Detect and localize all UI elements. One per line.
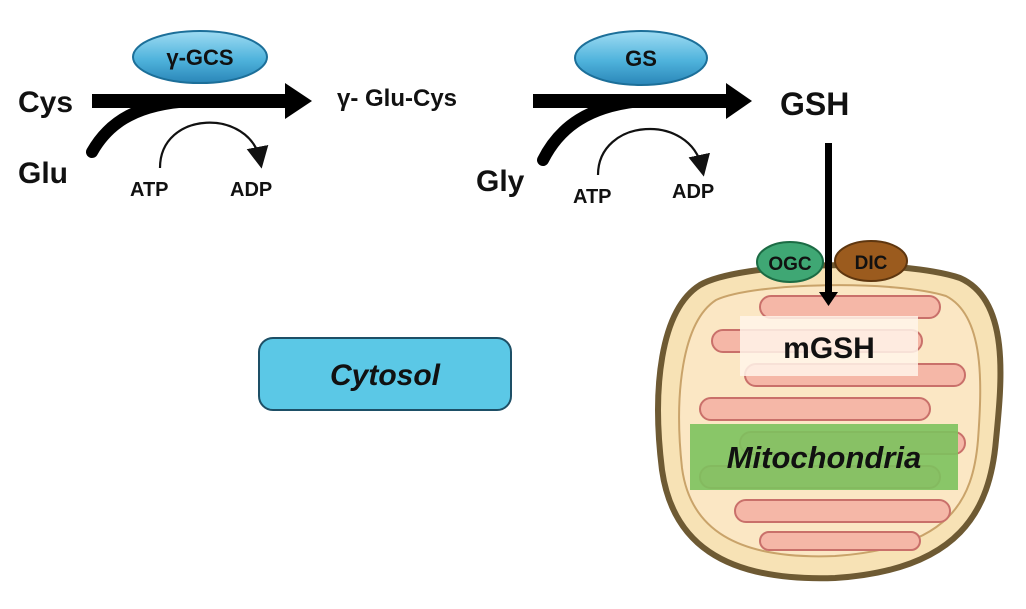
crista [699,397,931,421]
reaction-1-product: γ- Glu-Cys [337,85,457,112]
reaction-1-cofactor-arrow [158,121,269,169]
mgsh-label: mGSH [783,332,875,365]
reaction-2-main-arrow-head [726,83,752,119]
reaction-1-atp: ATP [130,179,169,201]
reaction-2-cofactor-arrow [596,127,710,177]
mitochondria-label: Mitochondria [727,440,922,475]
reaction-1-main-arrow-head [285,83,312,119]
reaction-1-enzyme-label: γ-GCS [166,45,233,70]
reaction-2-product-gsh: GSH [780,86,849,122]
reaction-2: GS Gly ATP ADP GSH [476,30,849,208]
gsh-import-arrow-head [819,292,838,306]
reaction-1-substrate-cys: Cys [18,86,73,119]
dic-label: DIC [855,253,888,274]
mitochondria-label-band [690,424,958,490]
ogc-label: OGC [768,254,812,275]
gsh-import-arrow-shaft [825,143,832,293]
gsh-import-arrow [819,143,838,306]
mitochondrion: mGSH Mitochondria OGC DIC [655,240,1004,582]
cytosol-box-rect [258,337,512,411]
reaction-2-substrate-gly: Gly [476,165,525,198]
reaction-1: γ-GCS Cys Glu ATP ADP γ- Glu-Cys [18,30,457,201]
crista [734,499,951,523]
cytosol-label: Cytosol [330,359,441,392]
ogc-transporter [756,241,824,283]
reaction-1-substrate-glu: Glu [18,157,68,190]
reaction-2-enzyme-ellipse [574,30,708,86]
mgsh-highlight-box [740,316,918,376]
dic-transporter [834,240,908,282]
cytosol-box: Cytosol [258,337,512,411]
reaction-1-enzyme-ellipse [132,30,268,84]
reaction-1-adp: ADP [230,179,272,201]
reaction-2-atp: ATP [573,186,612,208]
crista [759,295,941,319]
reaction-2-adp: ADP [672,181,714,203]
reaction-1-substrate-curve [86,95,196,158]
reaction-2-enzyme-label: GS [625,46,657,71]
crista [759,531,921,551]
reaction-2-substrate-curve [537,95,646,166]
